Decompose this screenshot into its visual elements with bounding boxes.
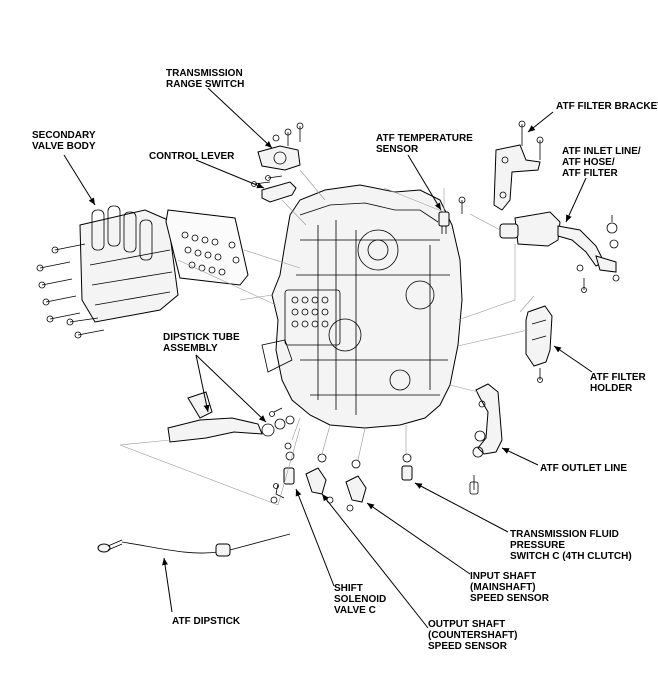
label-line: SOLENOID: [334, 594, 387, 605]
shift-solenoid-valve-c: [270, 442, 295, 504]
label-line: SWITCH C (4TH CLUTCH): [510, 551, 632, 562]
label-output-shaft-speed-sensor: OUTPUT SHAFT (COUNTERSHAFT) SPEED SENSOR: [428, 619, 517, 652]
label-line: TRANSMISSION: [166, 68, 243, 79]
separator-plate: [165, 209, 249, 286]
label-line: INPUT SHAFT: [470, 571, 537, 582]
label-line: SHIFT: [334, 583, 363, 594]
label-atf-temperature-sensor: ATF TEMPERATURE SENSOR: [376, 133, 473, 155]
control-lever: [251, 175, 297, 203]
label-atf-outlet-line: ATF OUTLET LINE: [540, 463, 627, 474]
label-line: ATF TEMPERATURE: [376, 133, 473, 144]
label-shift-solenoid-valve-c: SHIFT SOLENOID VALVE C: [334, 583, 386, 616]
label-line: DIPSTICK TUBE: [163, 332, 240, 343]
label-line: ASSEMBLY: [163, 343, 218, 354]
atf-filter-holder: [525, 305, 553, 383]
leader-lines: [63, 87, 593, 629]
label-atf-inlet-line: ATF INLET LINE/ ATF HOSE/ ATF FILTER: [562, 146, 641, 179]
label-line: (MAINSHAFT): [470, 582, 536, 593]
label-line: SPEED SENSOR: [428, 641, 507, 652]
label-line: PRESSURE: [510, 540, 566, 551]
label-control-lever: CONTROL LEVER: [149, 151, 234, 162]
atf-inlet-line: [499, 211, 620, 293]
label-secondary-valve-body: SECONDARY VALVE BODY: [32, 130, 96, 152]
label-line: VALVE BODY: [32, 141, 96, 152]
label-line: OUTPUT SHAFT: [428, 619, 506, 630]
label-line: VALVE C: [334, 605, 376, 616]
label-line: ATF FILTER: [562, 168, 618, 179]
label-line: ATF DIPSTICK: [172, 616, 241, 627]
label-pressure-switch: TRANSMISSION FLUID PRESSURE SWITCH C (4T…: [510, 529, 632, 562]
atf-dipstick: [97, 533, 291, 557]
label-line: ATF INLET LINE/: [562, 146, 641, 157]
label-transmission-range-switch: TRANSMISSION RANGE SWITCH: [166, 68, 244, 90]
label-atf-filter-holder: ATF FILTER HOLDER: [590, 372, 646, 394]
label-line: ATF FILTER: [590, 372, 646, 383]
secondary-valve-body: [36, 205, 179, 339]
label-line: SPEED SENSOR: [470, 593, 549, 604]
pressure-switch: [401, 453, 413, 481]
label-line: CONTROL LEVER: [149, 151, 235, 162]
label-line: (COUNTERSHAFT): [428, 630, 518, 641]
label-atf-dipstick: ATF DIPSTICK: [172, 616, 240, 627]
label-line: TRANSMISSION FLUID: [510, 529, 619, 540]
label-line: RANGE SWITCH: [166, 79, 245, 90]
label-line: SENSOR: [376, 144, 419, 155]
label-dipstick-tube-assembly: DIPSTICK TUBE ASSEMBLY: [163, 332, 240, 354]
label-line: HOLDER: [590, 383, 633, 394]
label-line: SECONDARY: [32, 130, 96, 141]
atf-temperature-sensor: [438, 196, 466, 234]
label-line: ATF HOSE/: [562, 157, 615, 168]
output-shaft-speed-sensor: [305, 453, 334, 504]
label-line: ATF OUTLET LINE: [540, 463, 628, 474]
input-shaft-speed-sensor: [345, 459, 367, 512]
transmission-case: [261, 184, 463, 429]
label-input-shaft-speed-sensor: INPUT SHAFT (MAINSHAFT) SPEED SENSOR: [470, 571, 549, 604]
transmission-range-switch: [257, 122, 304, 171]
guide-lines: [119, 169, 535, 506]
atf-filter-bracket: [493, 120, 544, 211]
label-line: ATF FILTER BRACKET: [556, 101, 658, 112]
label-atf-filter-bracket: ATF FILTER BRACKET: [556, 101, 658, 112]
dipstick-tube-assembly: [167, 391, 295, 443]
atf-outlet-line: [469, 383, 503, 495]
